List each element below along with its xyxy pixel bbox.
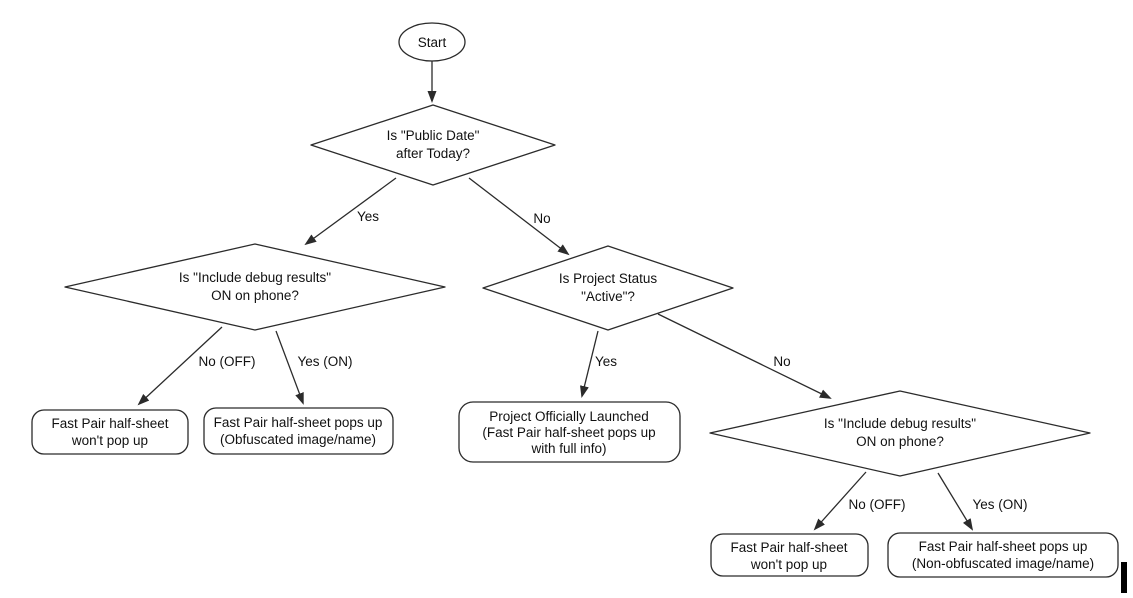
terminal-no-popup-right: Fast Pair half-sheet won't pop up: [710, 533, 869, 577]
terminal-obfuscated-popup: Fast Pair half-sheet pops up (Obfuscated…: [203, 407, 394, 455]
decision-debug-right-line1: Is "Include debug results": [824, 416, 976, 431]
terminal-launched: Project Officially Launched (Fast Pair h…: [458, 401, 681, 463]
edge-debug-right-yes-on: [937, 472, 974, 531]
edge-label-public-date-no: No: [533, 211, 550, 226]
start-label: Start: [418, 35, 447, 50]
terminal-launched-line3: with full info): [530, 441, 606, 456]
terminal-launched-line2: (Fast Pair half-sheet pops up: [482, 425, 655, 440]
terminal-obfuscated-popup-line1: Fast Pair half-sheet pops up: [214, 415, 383, 430]
terminal-non-obfuscated-popup: Fast Pair half-sheet pops up (Non-obfusc…: [887, 532, 1119, 578]
terminal-obfuscated-popup-line2: (Obfuscated image/name): [220, 432, 376, 447]
decision-public-date-line1: Is "Public Date": [387, 128, 480, 143]
terminal-launched-box: [458, 401, 681, 463]
terminal-no-popup-right-line2: won't pop up: [750, 557, 827, 572]
edge-labels: Yes No No (OFF) Yes (ON) Yes No No (OFF)…: [199, 209, 1028, 512]
edge-public-date-yes: [304, 177, 397, 246]
terminal-launched-line1: Project Officially Launched: [489, 409, 649, 424]
decision-public-date: Is "Public Date" after Today?: [310, 104, 556, 186]
edge-label-debug-left-no: No (OFF): [199, 354, 256, 369]
terminal-non-obfuscated-popup-line2: (Non-obfuscated image/name): [912, 556, 1094, 571]
decision-debug-results-left: Is "Include debug results" ON on phone?: [64, 243, 446, 331]
decision-debug-left-line2: ON on phone?: [211, 288, 299, 303]
decision-debug-left-diamond: [64, 243, 446, 331]
decision-debug-results-right: Is "Include debug results" ON on phone?: [709, 390, 1091, 477]
edge-label-debug-right-yes: Yes (ON): [972, 497, 1027, 512]
edge-project-status-yes: [580, 330, 599, 398]
edge-label-debug-right-no: No (OFF): [849, 497, 906, 512]
edge-public-date-no: [468, 177, 570, 256]
text-cursor-bar: [1121, 562, 1127, 593]
decision-debug-left-line1: Is "Include debug results": [179, 270, 331, 285]
decision-debug-right-line2: ON on phone?: [856, 434, 944, 449]
decision-debug-right-diamond: [709, 390, 1091, 477]
decision-project-status-line1: Is Project Status: [559, 271, 658, 286]
terminal-no-popup-left: Fast Pair half-sheet won't pop up: [31, 409, 189, 455]
edge-debug-right-no-off: [813, 471, 867, 531]
start-node: Start: [398, 22, 466, 62]
edge-label-project-status-no: No: [773, 354, 790, 369]
edge-debug-left-yes-on: [275, 330, 304, 405]
edge-debug-left-no-off: [137, 326, 223, 406]
terminal-no-popup-right-box: [710, 533, 869, 577]
decision-project-status: Is Project Status "Active"?: [482, 245, 734, 331]
edge-project-status-no: [657, 313, 832, 399]
start-ellipse: [398, 22, 466, 62]
terminal-non-obfuscated-popup-line1: Fast Pair half-sheet pops up: [919, 539, 1088, 554]
edges: [137, 61, 974, 531]
terminal-no-popup-right-line1: Fast Pair half-sheet: [730, 540, 847, 555]
terminal-no-popup-left-box: [31, 409, 189, 455]
edge-label-project-status-yes: Yes: [595, 354, 617, 369]
decision-public-date-diamond: [310, 104, 556, 186]
decision-project-status-diamond: [482, 245, 734, 331]
terminal-no-popup-left-line1: Fast Pair half-sheet: [51, 416, 168, 431]
terminal-no-popup-left-line2: won't pop up: [71, 433, 148, 448]
decision-project-status-line2: "Active"?: [581, 289, 635, 304]
terminal-non-obfuscated-popup-box: [887, 532, 1119, 578]
terminal-obfuscated-popup-box: [203, 407, 394, 455]
edge-label-public-date-yes: Yes: [357, 209, 379, 224]
decision-public-date-line2: after Today?: [396, 146, 470, 161]
edge-label-debug-left-yes: Yes (ON): [297, 354, 352, 369]
